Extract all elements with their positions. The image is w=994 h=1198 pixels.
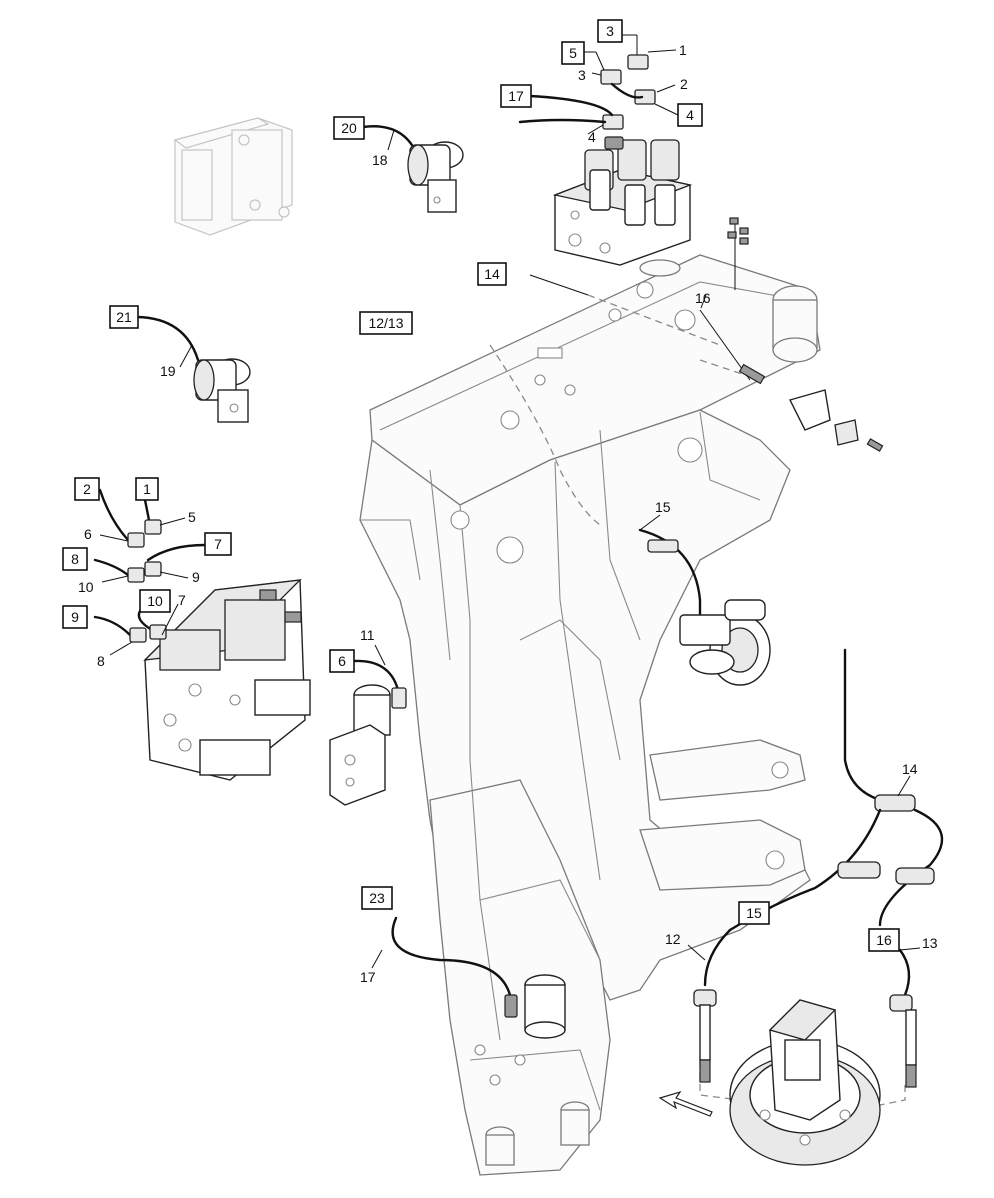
svg-text:9: 9 xyxy=(71,609,79,625)
callout-6-mid: 6 xyxy=(329,649,355,673)
label-12: 12 xyxy=(665,931,681,947)
slewing-ring-motor xyxy=(729,999,881,1166)
svg-text:12/13: 12/13 xyxy=(368,315,403,331)
callout-2: 2 xyxy=(74,477,100,501)
label-8-left: 8 xyxy=(97,653,105,669)
callout-12-13: 12/13 xyxy=(359,311,413,335)
svg-text:17: 17 xyxy=(508,88,524,104)
svg-text:4: 4 xyxy=(686,107,694,123)
callout-14-top: 14 xyxy=(477,262,507,286)
right-sensor-harness xyxy=(693,648,944,1088)
connector-group-left xyxy=(93,488,207,643)
label-14-right: 14 xyxy=(902,761,918,777)
callout-3-top: 3 xyxy=(597,19,623,43)
callout-10: 10 xyxy=(139,589,171,613)
callout-8: 8 xyxy=(62,547,88,571)
chassis-frame xyxy=(359,254,821,1176)
label-5-left: 5 xyxy=(188,509,196,525)
label-19: 19 xyxy=(160,363,176,379)
label-2-top: 2 xyxy=(680,76,688,92)
label-11: 11 xyxy=(360,627,375,643)
speed-sensor-assembly xyxy=(638,528,771,686)
svg-text:10: 10 xyxy=(147,593,163,609)
svg-text:6: 6 xyxy=(338,653,346,669)
ghost-manifold-block xyxy=(173,117,293,236)
label-6-left: 6 xyxy=(84,526,92,542)
lower-harness xyxy=(391,916,566,1039)
svg-text:3: 3 xyxy=(606,23,614,39)
svg-text:14: 14 xyxy=(484,266,500,282)
label-18: 18 xyxy=(372,152,388,168)
label-1-top: 1 xyxy=(679,42,687,58)
svg-text:7: 7 xyxy=(214,536,222,552)
connector-group-top xyxy=(518,54,656,130)
callout-20: 20 xyxy=(333,116,365,140)
callout-16-bottom: 16 xyxy=(868,928,900,952)
sensor-bracket-16 xyxy=(699,309,884,452)
svg-text:23: 23 xyxy=(369,890,385,906)
svg-text:15: 15 xyxy=(746,905,762,921)
svg-text:8: 8 xyxy=(71,551,79,567)
callout-9: 9 xyxy=(62,605,88,629)
callout-17-top: 17 xyxy=(500,84,532,108)
svg-text:16: 16 xyxy=(876,932,892,948)
direction-arrow xyxy=(658,1090,713,1117)
label-15-mid: 15 xyxy=(655,499,671,515)
svg-text:21: 21 xyxy=(116,309,132,325)
label-9-left: 9 xyxy=(192,569,200,585)
solenoid-coil-18 xyxy=(361,125,464,213)
label-10-left: 10 xyxy=(78,579,94,595)
callout-15-bottom: 15 xyxy=(738,901,770,925)
label-16-top: 16 xyxy=(695,290,711,306)
svg-text:5: 5 xyxy=(569,45,577,61)
callout-1: 1 xyxy=(135,477,159,501)
label-7-left: 7 xyxy=(178,592,186,608)
callout-21: 21 xyxy=(109,305,139,329)
svg-text:20: 20 xyxy=(341,120,357,136)
bolts-top xyxy=(727,217,749,290)
label-13: 13 xyxy=(922,935,938,951)
hydraulic-valve-left xyxy=(143,579,311,781)
callout-23: 23 xyxy=(361,886,393,910)
solenoid-coil-19 xyxy=(135,315,251,423)
svg-text:2: 2 xyxy=(83,481,91,497)
callout-4: 4 xyxy=(677,103,703,127)
callout-7: 7 xyxy=(204,532,232,556)
label-4-top: 4 xyxy=(588,129,596,145)
svg-text:1: 1 xyxy=(143,481,151,497)
label-3-top: 3 xyxy=(578,67,586,83)
callout-5: 5 xyxy=(561,41,585,65)
leader-lines xyxy=(99,34,921,969)
valve-block-top xyxy=(552,136,693,266)
solenoid-valve-11 xyxy=(329,659,407,806)
label-17-bottom: 17 xyxy=(360,969,376,985)
